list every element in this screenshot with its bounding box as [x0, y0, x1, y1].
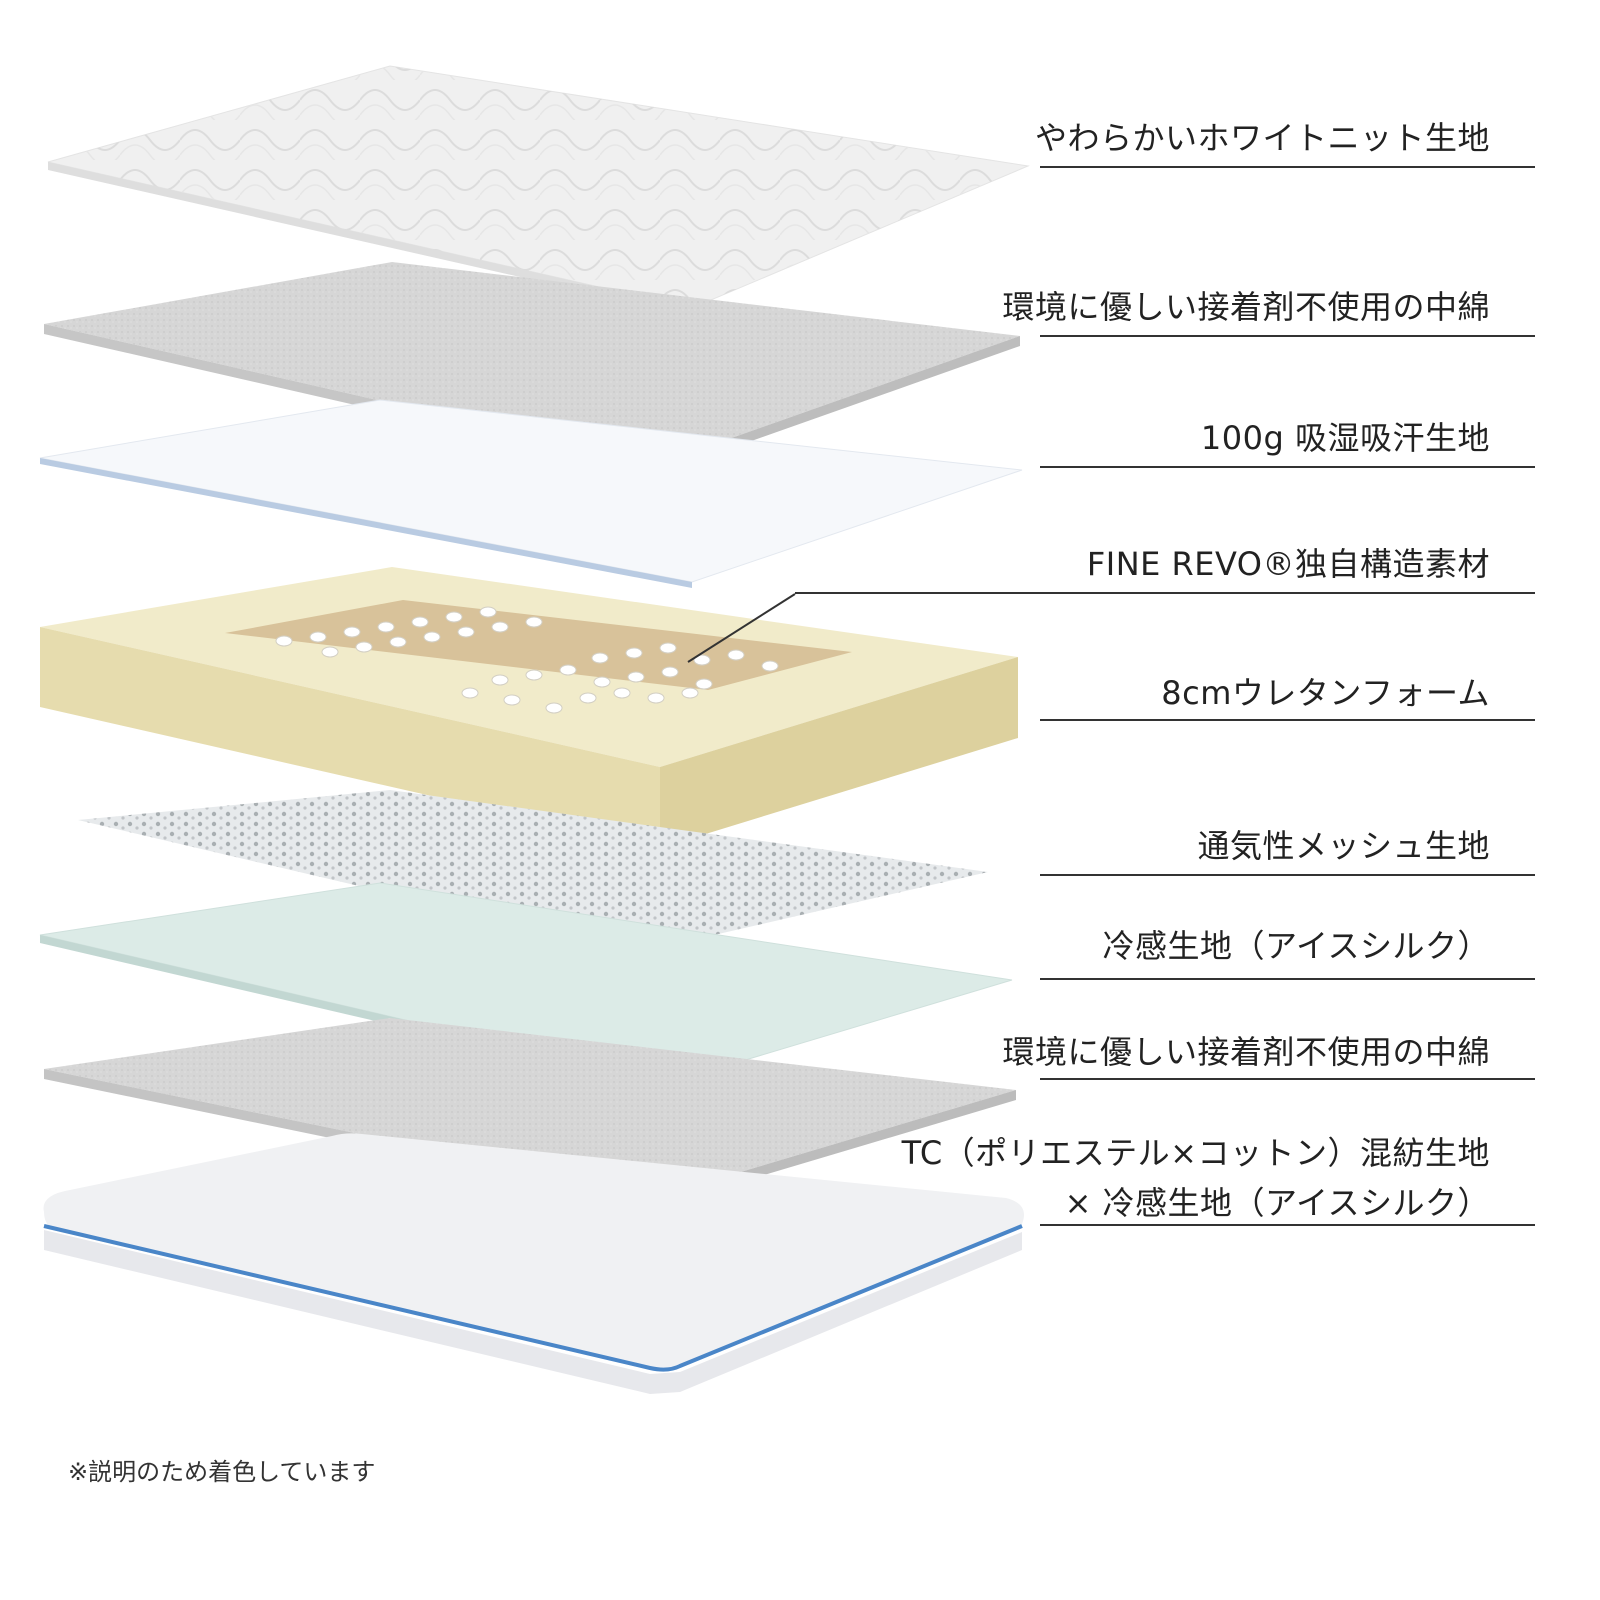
label-urethane-foam: 8cmウレタンフォーム	[1161, 674, 1490, 712]
layer-mesh	[78, 790, 988, 952]
leader-tc-cover	[1040, 1224, 1535, 1226]
label-tc-cover-line1: TC（ポリエステル×コットン）混紡生地	[901, 1134, 1490, 1172]
label-absorbent-fabric: 100g 吸湿吸汗生地	[1200, 419, 1490, 457]
label-cool-fabric: 冷感生地（アイスシルク）	[1102, 927, 1490, 965]
leader-batting-bottom	[1040, 1078, 1535, 1080]
layer-tc-cover	[43, 1133, 1024, 1394]
layer-absorbent-fabric	[39, 399, 1023, 588]
label-batting-bottom: 環境に優しい接着剤不使用の中綿	[1002, 1033, 1490, 1071]
leader-mesh	[1040, 874, 1535, 876]
label-knit: やわらかいホワイトニット生地	[1034, 119, 1490, 157]
label-tc-cover: TC（ポリエステル×コットン）混紡生地 × 冷感生地（アイスシルク）	[902, 1128, 1490, 1228]
label-mesh: 通気性メッシュ生地	[1197, 827, 1490, 865]
layer-urethane-foam	[40, 567, 1018, 848]
footnote: ※説明のため着色しています	[68, 1458, 376, 1486]
layer-knit	[47, 65, 1030, 316]
leader-fine-revo	[795, 592, 1535, 594]
leader-cool-fabric	[1040, 978, 1535, 980]
leader-absorbent-fabric	[1040, 466, 1535, 468]
leader-knit	[1040, 166, 1535, 168]
label-fine-revo: FINE REVO®独自構造素材	[1086, 545, 1490, 583]
leader-batting-top	[1040, 335, 1535, 337]
label-batting-top: 環境に優しい接着剤不使用の中綿	[1002, 288, 1490, 326]
label-tc-cover-line2: × 冷感生地（アイスシルク）	[1064, 1184, 1490, 1222]
leader-urethane-foam	[1040, 719, 1535, 721]
